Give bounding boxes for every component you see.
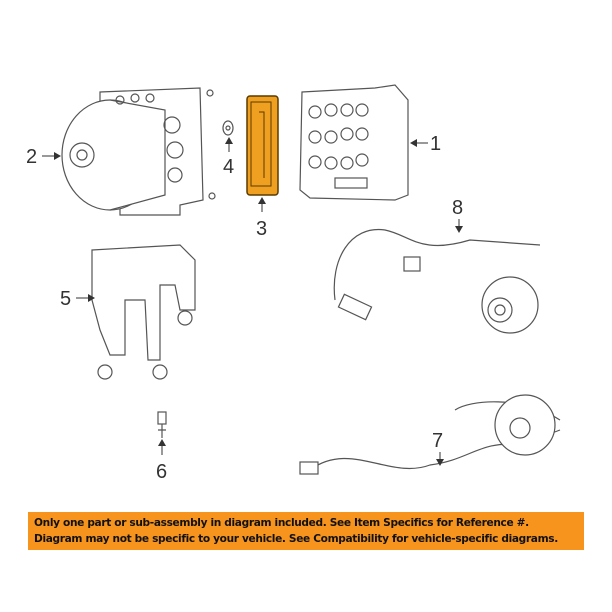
callout-7: 7 <box>432 430 444 466</box>
banner-line-2: Diagram may not be specific to your vehi… <box>34 533 558 545</box>
part-4-washer[interactable] <box>222 120 234 136</box>
callout-2: 2 <box>26 146 61 168</box>
callout-3: 3 <box>256 197 267 240</box>
svg-text:3: 3 <box>256 218 267 240</box>
svg-text:4: 4 <box>223 156 234 178</box>
part-5-bracket[interactable] <box>91 244 196 380</box>
callout-4: 4 <box>223 137 234 178</box>
part-3-highlighted[interactable] <box>246 95 279 196</box>
disclaimer-banner: Only one part or sub-assembly in diagram… <box>28 512 584 550</box>
part-2-abs-pump[interactable] <box>61 87 216 216</box>
callout-5: 5 <box>60 288 95 310</box>
svg-text:5: 5 <box>60 288 71 310</box>
svg-text:7: 7 <box>432 430 443 452</box>
svg-text:6: 6 <box>156 461 167 483</box>
svg-text:8: 8 <box>452 197 463 219</box>
svg-text:1: 1 <box>430 133 441 155</box>
part-1-control-module[interactable] <box>299 84 409 201</box>
callout-6: 6 <box>156 439 167 483</box>
svg-text:2: 2 <box>26 146 37 168</box>
part-6-bolt[interactable] <box>157 411 167 438</box>
callout-8: 8 <box>452 197 463 233</box>
banner-line-1: Only one part or sub-assembly in diagram… <box>34 517 529 529</box>
part-7-rear-wheel-sensor[interactable] <box>299 394 561 475</box>
callout-1: 1 <box>410 133 441 155</box>
part-8-front-wheel-sensor[interactable] <box>333 229 541 334</box>
